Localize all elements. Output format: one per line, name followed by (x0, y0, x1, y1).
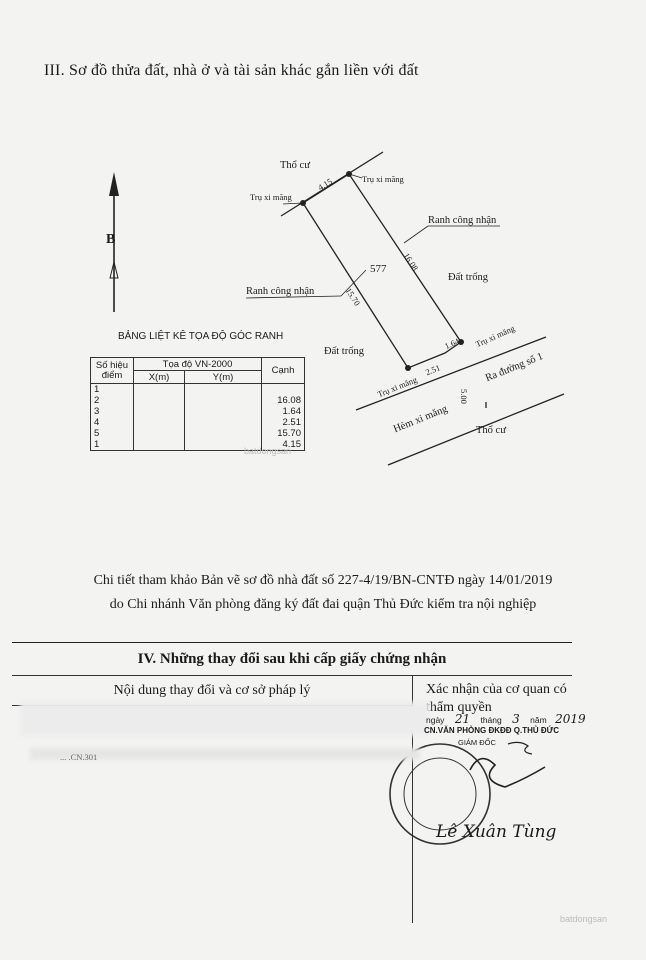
coord-point: 4 (90, 417, 134, 428)
coord-header-x: X(m) (133, 370, 185, 384)
watermark-corner: batdongsan (560, 914, 608, 924)
table-row: 1 (90, 383, 305, 395)
coord-header-point: Số hiệu điểm (90, 357, 134, 384)
parcel-number: 577 (370, 263, 387, 275)
coord-edge: 1.64 (261, 406, 305, 417)
official-stamp (389, 743, 491, 845)
coord-header-coord: Tọa độ VN-2000 (133, 357, 262, 371)
office-name: CN.VĂN PHÒNG ĐKĐĐ Q.THỦ ĐỨC (424, 726, 560, 735)
label-tho-cu-bottom: Thổ cư (476, 425, 506, 436)
coord-table-title: BẢNG LIỆT KÊ TỌA ĐỘ GÓC RANH (118, 331, 284, 342)
north-letter: B (106, 232, 116, 247)
redacted-area (30, 748, 420, 760)
redacted-area (20, 702, 430, 736)
date-year: 2019 (555, 712, 586, 726)
partial-code: ... .CN.301 (60, 752, 98, 762)
date-day: 21 (454, 712, 471, 726)
coord-edge: 15.70 (261, 428, 305, 439)
north-arrow-icon (109, 172, 119, 312)
reference-line-2: do Chi nhánh Văn phòng đăng ký đất đai q… (109, 597, 537, 612)
date-month: 3 (512, 712, 520, 726)
parcel-outline (280, 151, 565, 466)
director-signature (469, 757, 546, 788)
leader-lines (245, 173, 500, 299)
reference-line-1: Chi tiết tham khảo Bản vẽ sơ đồ nhà đất … (93, 573, 553, 588)
column-right-header: Xác nhận của cơ quan có thẩm quyền (426, 682, 567, 715)
date-day-label: ngày (426, 715, 445, 725)
label-ranh-cong-nhan-right: Ranh công nhận (428, 215, 497, 226)
coord-edge: 2.51 (261, 417, 305, 428)
coord-point: 1 (90, 439, 134, 451)
section-4-box: IV. Những thay đổi sau khi cấp giấy chứn… (12, 642, 572, 923)
confirmation-date: ngày 21 tháng 3 năm 2019 (426, 712, 586, 726)
coord-point: 2 (90, 395, 134, 406)
director-title: GIÁM ĐỐC (458, 738, 496, 747)
label-ranh-cong-nhan-left: Ranh công nhận (246, 286, 315, 297)
signer-name: Lê Xuân Tùng (436, 822, 557, 842)
corner-markers (300, 171, 464, 371)
column-left-header: Nội dung thay đổi và cơ sở pháp lý (113, 683, 311, 698)
coord-header-y: Y(m) (184, 370, 262, 384)
coord-point: 3 (90, 406, 134, 417)
coord-point: 5 (90, 428, 134, 439)
column-divider (412, 675, 413, 923)
coord-table: Số hiệu điểm Tọa độ VN-2000 Cạnh X(m) Y(… (90, 357, 305, 451)
date-month-label: tháng (480, 715, 502, 725)
label-tru-xi-mang-1: Trụ xi măng (250, 192, 292, 202)
section-3-title: III. Sơ đồ thửa đất, nhà ở và tài sản kh… (44, 62, 419, 79)
section-4-title: IV. Những thay đổi sau khi cấp giấy chứn… (137, 651, 447, 667)
date-year-label: năm (530, 715, 547, 725)
label-dat-trong-right: Đất trống (448, 272, 488, 283)
date-signature (507, 741, 533, 755)
watermark-center: batdongsan (244, 446, 292, 456)
coord-point: 1 (90, 383, 134, 395)
dim-road: 5.00 (459, 389, 469, 404)
coord-edge: 4.15 (261, 439, 305, 451)
coord-edge: 16.08 (261, 395, 305, 406)
label-tru-xi-mang-2: Trụ xi măng (362, 174, 404, 184)
divider (12, 675, 572, 676)
coord-header-edge: Cạnh (261, 357, 305, 384)
label-dat-trong-left: Đất trống (324, 346, 364, 357)
coord-edge (261, 383, 305, 395)
label-tho-cu-top: Thổ cư (280, 160, 310, 171)
